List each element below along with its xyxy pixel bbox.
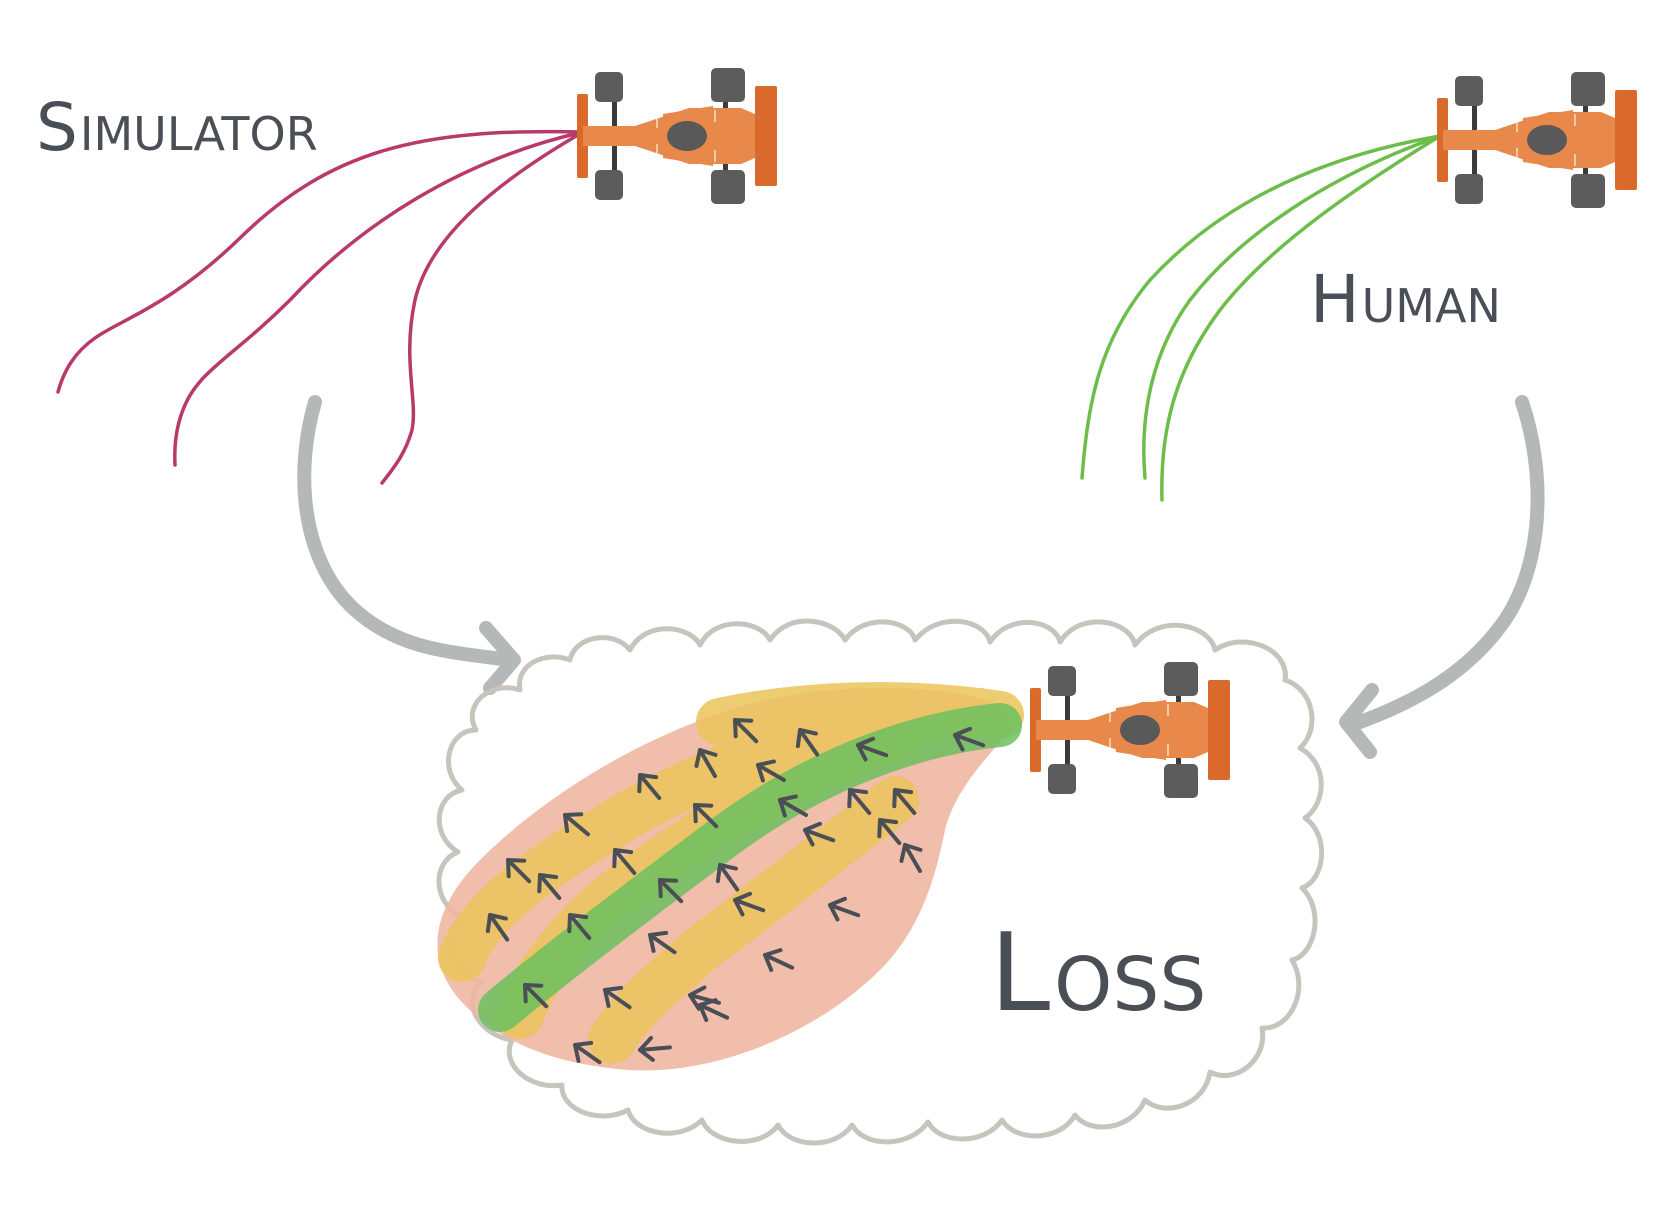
loss-cloud-outline	[436, 618, 1324, 1146]
simulator-flow-arrowhead-icon	[479, 621, 521, 695]
flow-arrows	[297, 395, 1545, 759]
loss-region-middle-band-3	[588, 776, 919, 1064]
loss-label: LOSS	[990, 911, 1206, 1036]
simulator-trajectories	[56, 129, 585, 485]
loss-region-inner-band	[478, 703, 1022, 1032]
loss-region	[437, 682, 1024, 1071]
human-flow-arrow	[1353, 395, 1545, 729]
human-label: HUMAN	[1310, 261, 1501, 338]
human-trajectories	[1080, 134, 1442, 502]
human-race-car-icon	[1436, 71, 1638, 209]
simulator-label: SIMULATOR	[36, 89, 318, 166]
human-flow-arrowhead-icon	[1339, 683, 1379, 759]
simulator-race-car-icon	[576, 67, 778, 205]
simulator-flow-arrow	[297, 395, 517, 667]
loss-race-car-icon	[1029, 661, 1231, 799]
loss-region-outer	[437, 687, 1010, 1071]
